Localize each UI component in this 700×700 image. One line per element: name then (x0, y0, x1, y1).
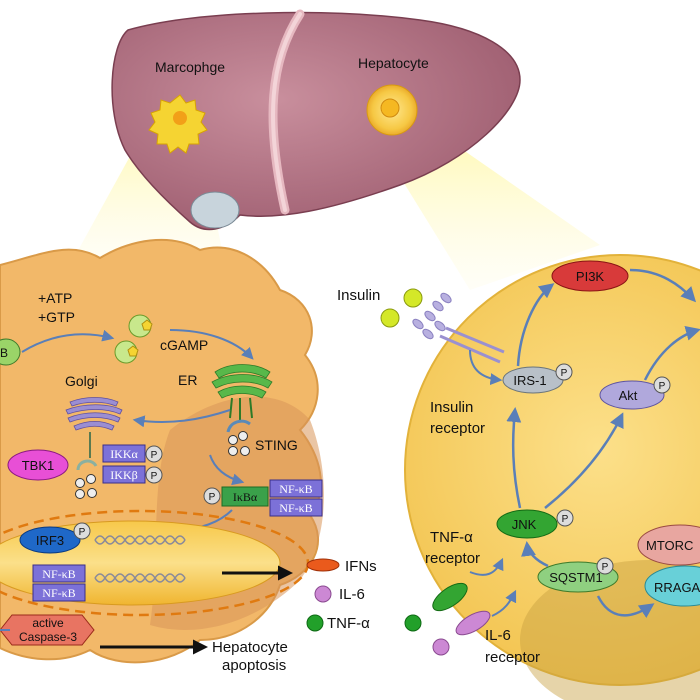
cgas-to-cgamp-arrow (21, 329, 115, 353)
insulin-receptor-icon (412, 292, 505, 364)
il6-receptor-icon (455, 610, 491, 636)
svg-text:P: P (602, 562, 609, 573)
svg-text:B: B (0, 346, 8, 360)
il6-label: IL-6 (339, 586, 365, 603)
pi3k-label: PI3K (576, 269, 605, 284)
macrophage-cell-icon (148, 94, 208, 154)
svg-text:IKKα: IKKα (110, 447, 138, 461)
ikba-label: IκBα (233, 490, 258, 504)
svg-text:IKKβ: IKKβ (110, 468, 137, 482)
insulin-label: Insulin (337, 287, 380, 304)
tnfa-ligand (404, 614, 422, 632)
sting-label: STING (255, 437, 298, 453)
il6-ligand (432, 638, 450, 656)
mtorc-node: MTORC (637, 524, 700, 566)
insulin-receptor-line1: Insulin (430, 399, 473, 416)
insulin-receptor-line2: receptor (430, 420, 485, 437)
svg-text:P: P (209, 492, 216, 503)
akt-to-downstream-arrow (643, 325, 700, 381)
il6-receptor-arrow (491, 589, 517, 617)
cgamp-molecule-1 (128, 314, 153, 338)
svg-text:Caspase-3: Caspase-3 (19, 630, 77, 644)
svg-text:P: P (151, 471, 158, 482)
atp-label: +ATP (38, 290, 72, 306)
svg-text:P: P (79, 527, 86, 538)
akt-label: Akt (619, 388, 638, 403)
insulin-molecule-1 (403, 288, 423, 308)
rraga-node: RRAGA (644, 565, 700, 607)
il6-receptor-line2: receptor (485, 649, 540, 666)
sqstm1-to-rraga-arrow (596, 595, 655, 618)
irs1-to-pi3k-arrow (516, 283, 555, 367)
tbk1-node: TBK1 (7, 449, 69, 481)
il6-legend: IL-6 (314, 585, 365, 603)
gtp-label: +GTP (38, 309, 75, 325)
tnfa-receptor-line2: receptor (425, 550, 480, 567)
irf3-label: IRF3 (36, 533, 64, 548)
active-caspase3-node: active Caspase-3 (0, 614, 95, 646)
liver (111, 9, 521, 231)
akt-node: Akt P (599, 376, 671, 410)
hepatocyte-label: Hepatocyte (358, 55, 429, 71)
macrophage-label: Marcophge (155, 59, 225, 75)
svg-text:P: P (561, 368, 568, 379)
pi3k-node: PI3K (551, 260, 629, 292)
hepatocyte-cell-body (404, 254, 700, 686)
irf3-node: IRF3 P (19, 522, 91, 554)
mtorc-label: MTORC (646, 538, 693, 553)
sting-to-nfkb-arrow (209, 454, 245, 486)
jnk-label: JNK (512, 517, 537, 532)
tnfa-receptor-icon (432, 582, 468, 612)
cgamp-label: cGAMP (160, 337, 208, 353)
hepatocyte-cell-icon (366, 84, 418, 136)
svg-text:NF-κB: NF-κB (42, 567, 75, 581)
il6-receptor-line1: IL-6 (485, 627, 511, 644)
ikk-alpha-node: IKKα P (102, 444, 163, 463)
svg-text:P: P (659, 381, 666, 392)
jnk-node: JNK P (496, 509, 574, 539)
ikba-nfkb-complex: P IκBα NF-κB NF-κB (203, 479, 323, 517)
cgamp-molecule-2 (114, 340, 139, 364)
er-to-golgi-arrow (132, 409, 231, 428)
cgas-molecule: B (0, 338, 21, 366)
dna-strand-1 (94, 535, 186, 545)
tbk1-label: TBK1 (22, 458, 55, 473)
irs1-node: IRS-1 P (502, 363, 573, 394)
golgi-label: Golgi (65, 373, 98, 389)
svg-text:NF-κB: NF-κB (42, 586, 75, 600)
ikk-beta-node: IKKβ P (102, 465, 163, 484)
tbk1-complex-icon (75, 432, 98, 499)
svg-text:active: active (32, 616, 64, 630)
jnk-to-irs1-arrow (506, 407, 522, 509)
sqstm1-node: SQSTM1 P (537, 557, 619, 593)
dna-strand-2 (94, 573, 186, 583)
er-label: ER (178, 372, 197, 388)
tnfa-legend: TNF-α (306, 614, 370, 632)
tnf-receptor-arrow (469, 557, 504, 576)
rraga-label: RRAGA (654, 580, 700, 595)
insulin-molecule-2 (380, 308, 400, 328)
ifns-legend: IFNs (306, 558, 377, 575)
svg-text:NF-κB: NF-κB (279, 482, 312, 496)
apoptosis-line1: Hepatocyte (212, 639, 288, 656)
sting-complex-icon (226, 419, 251, 456)
jnk-to-akt-arrow (544, 412, 624, 509)
nucleus-nfkb-node: NF-κB NF-κB (32, 564, 86, 602)
irs1-label: IRS-1 (513, 373, 546, 388)
cgamp-to-er-arrow (169, 329, 254, 360)
sqstm1-to-jnk-arrow (521, 541, 549, 568)
tnfa-label: TNF-α (327, 615, 370, 632)
svg-text:NF-κB: NF-κB (279, 501, 312, 515)
svg-text:P: P (562, 514, 569, 525)
pi3k-to-downstream-arrow (629, 268, 697, 303)
tnfa-receptor-line1: TNF-α (430, 529, 473, 546)
svg-text:P: P (151, 450, 158, 461)
apoptosis-line2: apoptosis (222, 657, 286, 674)
golgi-apparatus-icon (65, 397, 123, 431)
endoplasmic-reticulum-icon (211, 364, 273, 420)
sqstm1-label: SQSTM1 (549, 570, 602, 585)
gallbladder (190, 191, 240, 229)
ifns-label: IFNs (345, 558, 377, 575)
